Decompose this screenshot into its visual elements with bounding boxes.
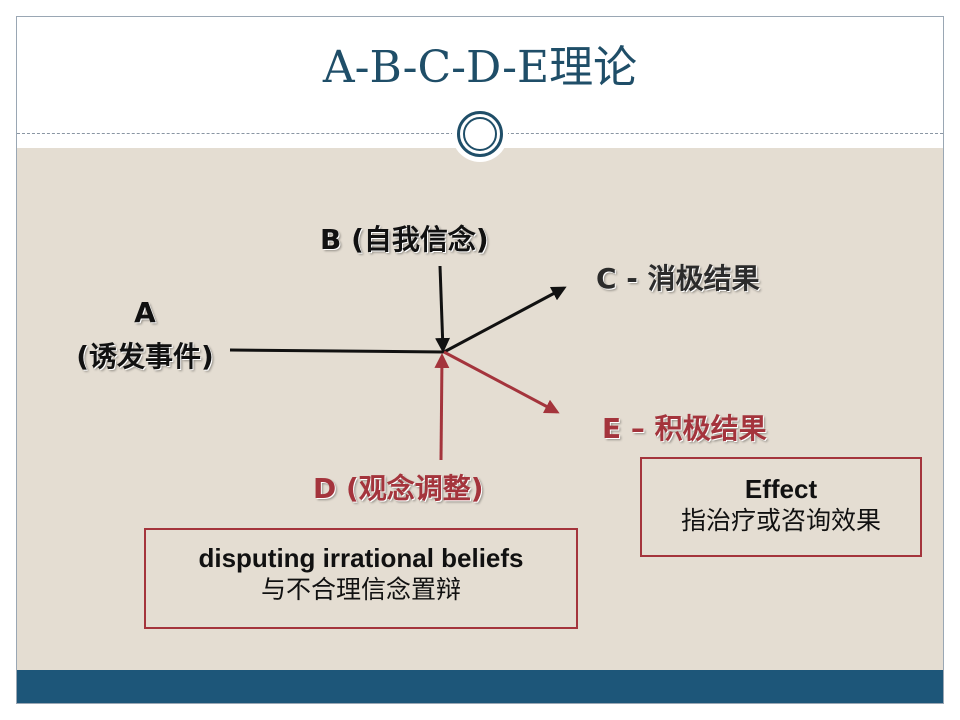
label-e: E – 积极结果 bbox=[602, 412, 767, 445]
disputing-box-subtitle: 与不合理信念置辩 bbox=[260, 575, 461, 604]
arrow-c bbox=[443, 286, 567, 354]
ornament-ring bbox=[457, 111, 503, 157]
effect-box-subtitle: 指治疗或咨询效果 bbox=[680, 506, 881, 535]
label-c: C - 消极结果 bbox=[596, 262, 760, 295]
arrow-a-line bbox=[229, 348, 445, 354]
arrow-e bbox=[443, 350, 560, 414]
effect-box-title: Effect bbox=[744, 474, 818, 504]
disputing-box-title: disputing irrational beliefs bbox=[198, 543, 524, 573]
content-area bbox=[17, 148, 943, 670]
disputing-box: disputing irrational beliefs 与不合理信念置辩 bbox=[144, 528, 578, 629]
slide-title: A-B-C-D-E理论 bbox=[322, 42, 638, 93]
arrow-b bbox=[435, 265, 451, 353]
effect-box: Effect 指治疗或咨询效果 bbox=[640, 457, 922, 557]
footer-bar bbox=[17, 670, 943, 703]
label-a-text: (诱发事件) bbox=[76, 340, 214, 373]
label-b: B (自我信念) bbox=[320, 223, 489, 256]
slide-frame bbox=[16, 16, 944, 704]
label-d: D (观念调整) bbox=[313, 472, 484, 505]
arrow-d bbox=[434, 353, 450, 461]
label-a-letter: A bbox=[134, 296, 156, 329]
ornament-core bbox=[463, 117, 497, 151]
